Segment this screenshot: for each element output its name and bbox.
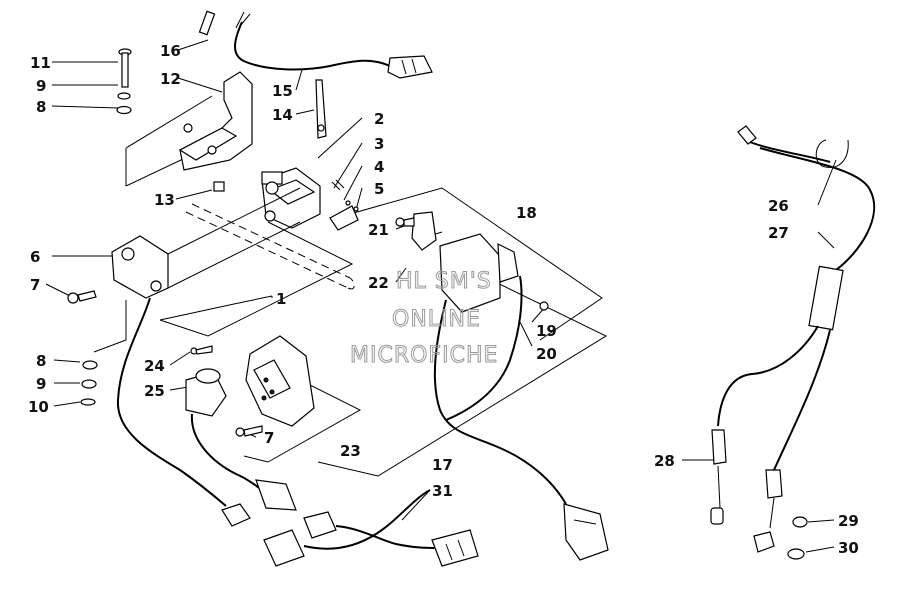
washers-8-9-10 — [80, 360, 98, 406]
callout-28: 28 — [654, 452, 675, 470]
callout-29: 29 — [838, 512, 859, 530]
screw-7-upper — [67, 290, 97, 304]
callout-18: 18 — [516, 204, 537, 222]
harness-23 — [190, 413, 297, 511]
callout-12: 12 — [160, 70, 181, 88]
switch-assembly-18 — [395, 211, 549, 313]
switch-housing-23 — [185, 335, 315, 437]
callout-15: 15 — [272, 82, 293, 100]
callout-4: 4 — [374, 158, 384, 176]
callout-7-upper: 7 — [30, 276, 40, 294]
bracket-12 — [178, 71, 253, 192]
callout-19: 19 — [536, 322, 557, 340]
tab-14 — [315, 79, 327, 139]
callout-9-upper: 9 — [36, 77, 46, 95]
small-parts-3-4-5 — [329, 179, 359, 231]
callout-21: 21 — [368, 221, 389, 239]
callout-26: 26 — [768, 197, 789, 215]
watermark: HL SM'S ONLINE MICROFICHE — [350, 269, 498, 369]
callout-23: 23 — [340, 442, 361, 460]
callout-6: 6 — [30, 248, 40, 266]
handlebar-dashed — [185, 203, 355, 290]
harness-31 — [263, 489, 479, 567]
callout-10: 10 — [28, 398, 49, 416]
callout-1: 1 — [276, 290, 286, 308]
callout-2: 2 — [374, 110, 384, 128]
bolt-11 — [116, 48, 132, 115]
callout-9-lower: 9 — [36, 375, 46, 393]
callout-17: 17 — [432, 456, 453, 474]
callout-8-upper: 8 — [36, 98, 46, 116]
harness-17 — [433, 275, 609, 561]
watermark-line-2: ONLINE — [392, 307, 481, 332]
cable-6 — [116, 297, 251, 527]
callout-7-lower: 7 — [264, 429, 274, 447]
bracket-6 — [111, 187, 301, 299]
callout-25: 25 — [144, 382, 165, 400]
callout-22: 22 — [368, 274, 389, 292]
callout-27: 27 — [768, 224, 789, 242]
callout-20: 20 — [536, 345, 557, 363]
callout-5: 5 — [374, 180, 384, 198]
callout-31: 31 — [432, 482, 453, 500]
watermark-line-3: MICROFICHE — [350, 343, 498, 368]
callout-13: 13 — [154, 191, 175, 209]
housing-2 — [261, 167, 321, 229]
cable-assembly-27 — [710, 125, 876, 560]
cable-15 — [198, 10, 433, 79]
leader-lines — [45, 39, 837, 553]
callout-3: 3 — [374, 135, 384, 153]
callout-labels: 1 2 3 4 5 6 7 7 8 8 9 9 10 11 12 13 14 1… — [28, 42, 859, 557]
callout-24: 24 — [144, 357, 165, 375]
callout-16: 16 — [160, 42, 181, 60]
group-brackets — [93, 95, 608, 477]
callout-14: 14 — [272, 106, 293, 124]
callout-30: 30 — [838, 539, 859, 557]
callout-8-lower: 8 — [36, 352, 46, 370]
callout-11: 11 — [30, 54, 51, 72]
watermark-line-1: HL SM'S — [396, 269, 492, 294]
